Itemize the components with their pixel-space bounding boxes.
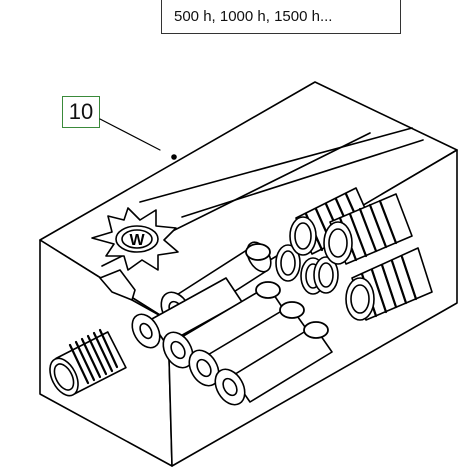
filter-cylinder-5 — [214, 325, 333, 406]
filter-cylinder-3 — [162, 285, 289, 369]
callout-leader-line — [99, 118, 161, 151]
ribbed-filter-right-2 — [323, 193, 413, 265]
callout-leader-dot — [171, 154, 177, 160]
w-logo-starburst-icon — [91, 207, 179, 271]
part-callout-number: 10 — [68, 99, 94, 124]
ribbed-filter-right-3 — [345, 247, 433, 321]
w-logo-letter: W — [129, 232, 145, 249]
filter-end-caps — [245, 243, 329, 339]
filter-cylinder-2 — [131, 277, 243, 349]
service-interval-box: 500 h, 1000 h, 1500 h... — [161, 0, 401, 34]
service-interval-label: 500 h, 1000 h, 1500 h... — [174, 8, 333, 25]
filter-cartridge-left — [49, 328, 127, 397]
part-callout-box[interactable]: 10 — [62, 96, 100, 128]
o-ring-group — [275, 244, 339, 295]
